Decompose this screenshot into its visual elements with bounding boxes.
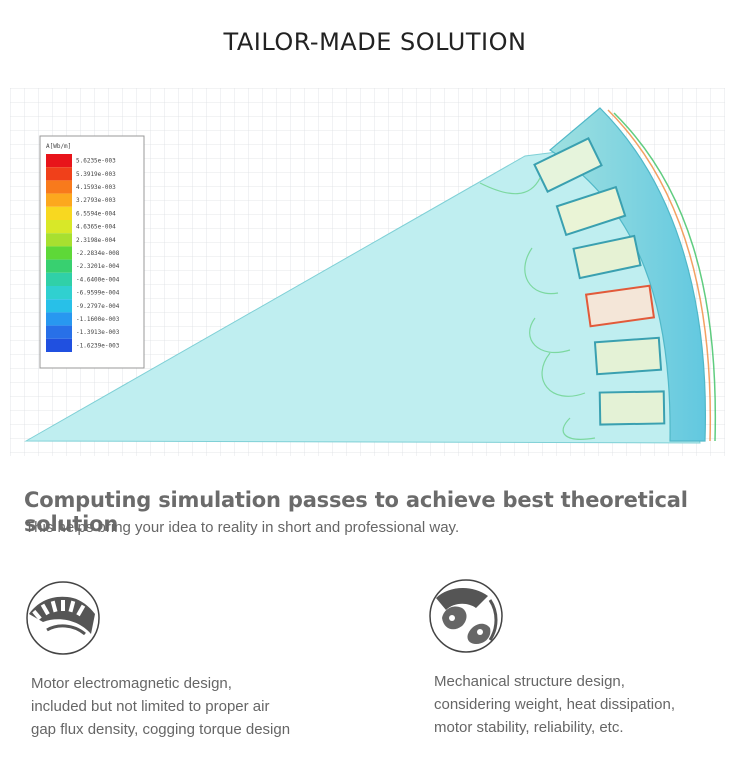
- legend-value: -2.2834e-008: [76, 250, 120, 257]
- legend-swatch: [46, 272, 72, 286]
- mechanical-parts-icon: [429, 579, 503, 653]
- legend-swatch: [46, 206, 72, 220]
- legend-swatch: [46, 338, 72, 352]
- legend-swatch: [46, 180, 72, 194]
- legend-swatch: [46, 325, 72, 339]
- section-heading: Computing simulation passes to achieve b…: [24, 488, 688, 536]
- stator-slots-icon: [26, 581, 100, 655]
- simulation-image: A[Wb/m] 5.6235e-003 5.3919e-003 4.1593e-00…: [10, 88, 725, 456]
- section-subheading: This helps bring your idea to reality in…: [25, 519, 460, 536]
- legend-value: 3.2793e-003: [76, 197, 116, 204]
- legend-value: 5.3919e-003: [76, 171, 116, 178]
- legend-swatch: [46, 154, 72, 168]
- legend-value: -9.2797e-004: [76, 303, 120, 310]
- legend-swatch: [46, 299, 72, 313]
- legend-swatch: [46, 167, 72, 181]
- page-title: TAILOR-MADE SOLUTION: [223, 28, 527, 56]
- legend-swatch: [46, 193, 72, 207]
- feature-description: Mechanical structure design, considering…: [434, 673, 675, 736]
- legend-swatch: [46, 286, 72, 300]
- legend-value: -4.6400e-004: [76, 276, 120, 283]
- legend-value: -2.3201e-004: [76, 263, 120, 270]
- legend-swatch: [46, 246, 72, 260]
- legend-value: -1.6239e-003: [76, 342, 120, 349]
- legend-swatch: [46, 259, 72, 273]
- legend-swatch: [46, 312, 72, 326]
- legend-value: 4.6365e-004: [76, 224, 116, 231]
- legend: A[Wb/m] 5.6235e-003 5.3919e-003 4.1593e-00…: [39, 135, 145, 369]
- legend-value: -6.9599e-004: [76, 290, 120, 297]
- legend-title: A[Wb/m]: [46, 143, 71, 150]
- legend-swatch: [46, 233, 72, 247]
- legend-value: 4.1593e-003: [76, 184, 116, 191]
- legend-value: 2.3198e-004: [76, 237, 116, 244]
- stator-slots: [533, 137, 666, 426]
- legend-value: 6.5594e-004: [76, 210, 116, 217]
- feature-description: Motor electromagnetic design, included b…: [31, 675, 291, 738]
- legend-value: 5.6235e-003: [76, 158, 116, 165]
- legend-value: -1.1600e-003: [76, 316, 120, 323]
- legend-value: -1.3913e-003: [76, 329, 120, 336]
- legend-swatch: [46, 220, 72, 234]
